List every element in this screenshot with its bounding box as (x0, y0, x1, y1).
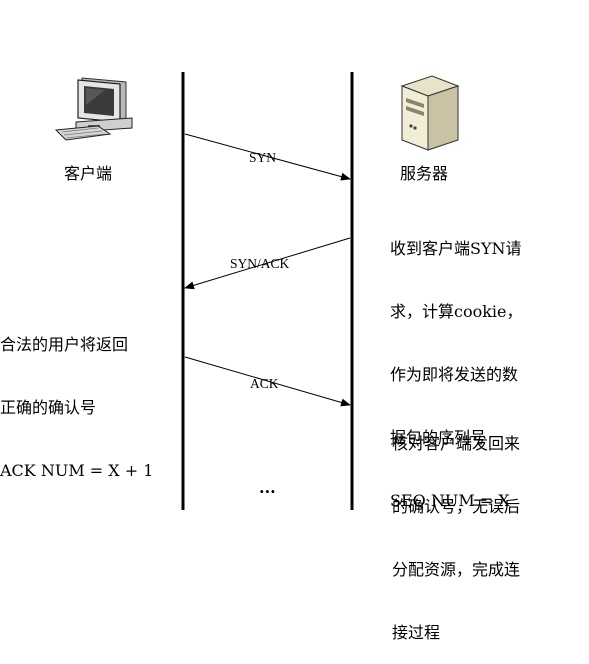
client-label: 客户端 (64, 164, 113, 183)
note-line: 正确的确认号 (0, 398, 97, 417)
note-line: 求，计算cookie， (390, 302, 523, 321)
client-computer-icon (54, 77, 133, 141)
syn-ack-label: SYN/ACK (230, 256, 290, 271)
syn-arrow (184, 133, 351, 181)
syn-ack-arrow (184, 237, 351, 290)
note-line: SEQ NUM = X (390, 491, 510, 510)
note-line: 的确认号，无误后 (392, 497, 521, 516)
ack-label: ACK (250, 376, 279, 391)
note-line: ACK NUM = X + 1 (0, 461, 154, 480)
note-line: 据包的序列号 (390, 428, 487, 447)
note-line: 作为即将发送的数 (390, 365, 519, 384)
note-line: 接过程 (392, 623, 441, 642)
client-ack-note: 合法的用户将返回 正确的确认号 ACK NUM = X + 1 (0, 292, 153, 502)
continuation-ellipsis: ... (259, 478, 276, 497)
server-tower-icon (400, 75, 460, 151)
syn-label: SYN (249, 150, 276, 165)
server-verify-note: 核对客户端发回来 的确认号，无误后 分配资源，完成连 接过程 (392, 391, 520, 664)
note-line: 核对客户端发回来 (392, 434, 521, 453)
note-line: 分配资源，完成连 (392, 560, 521, 579)
note-line: 收到客户端SYN请 (390, 239, 522, 258)
note-line: 合法的用户将返回 (0, 335, 129, 354)
server-label: 服务器 (400, 164, 449, 183)
ack-arrow (184, 356, 351, 407)
server-cookie-note: 收到客户端SYN请 求，计算cookie， 作为即将发送的数 据包的序列号 SE… (390, 196, 523, 532)
